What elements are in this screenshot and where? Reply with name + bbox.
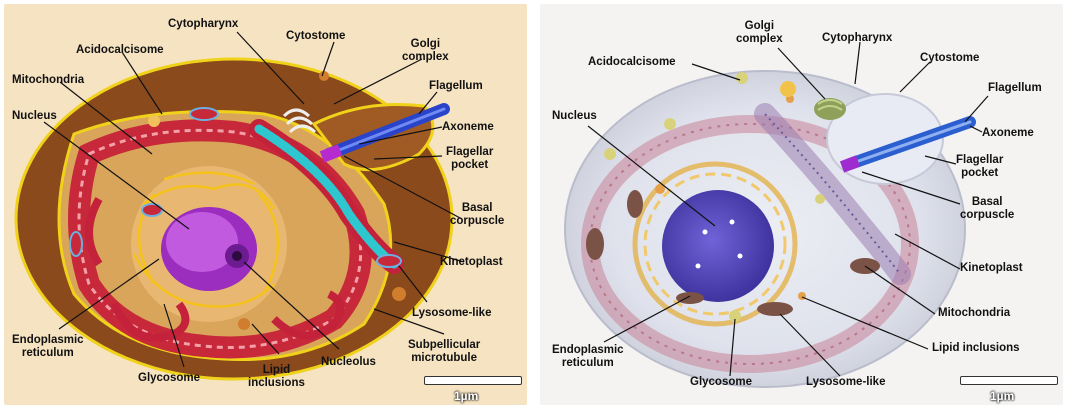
scale-bar xyxy=(424,376,522,385)
scale-bar-label: 1µm xyxy=(990,389,1014,403)
right-panel: Golgi complex Cytopharynx Acidocalcisome… xyxy=(540,4,1063,405)
label-cytostome: Cytostome xyxy=(920,52,979,65)
label-basal-corpuscle: Basal corpuscle xyxy=(960,196,1014,222)
scale-bar xyxy=(960,376,1058,385)
label-kinetoplast: Kinetoplast xyxy=(440,256,503,269)
label-nucleus: Nucleus xyxy=(552,110,597,123)
label-acidocalcisome: Acidocalcisome xyxy=(588,56,676,69)
basal-body xyxy=(322,150,340,157)
nucleus xyxy=(662,190,774,302)
label-cytostome: Cytostome xyxy=(286,30,345,43)
label-lysosome-like: Lysosome-like xyxy=(412,307,491,320)
label-glycosome: Glycosome xyxy=(690,376,752,389)
label-golgi-complex: Golgi complex xyxy=(736,20,783,46)
label-mitochondria: Mitochondria xyxy=(12,74,84,87)
label-nucleolus: Nucleolus xyxy=(321,356,376,369)
label-lipid-inclusions: Lipid inclusions xyxy=(248,364,305,390)
label-flagellar-pocket: Flagellar pocket xyxy=(956,154,1003,180)
scale-bar-label: 1µm xyxy=(454,389,478,403)
basal-body xyxy=(842,161,858,167)
label-glycosome: Glycosome xyxy=(138,372,200,385)
label-flagellum: Flagellum xyxy=(988,82,1042,95)
label-basal-corpuscle: Basal corpuscle xyxy=(450,202,504,228)
label-cytopharynx: Cytopharynx xyxy=(168,18,238,31)
label-lipid-inclusions: Lipid inclusions xyxy=(932,342,1020,355)
label-cytopharynx: Cytopharynx xyxy=(822,32,892,45)
label-acidocalcisome: Acidocalcisome xyxy=(76,44,164,57)
label-golgi-complex: Golgi complex xyxy=(402,38,449,64)
label-axoneme: Axoneme xyxy=(442,121,494,134)
label-flagellum: Flagellum xyxy=(429,80,483,93)
label-subpellicular-microtubule: Subpellicular microtubule xyxy=(408,339,480,365)
label-endoplasmic-reticulum: Endoplasmic reticulum xyxy=(12,334,84,360)
label-nucleus: Nucleus xyxy=(12,110,57,123)
label-mitochondria: Mitochondria xyxy=(938,307,1010,320)
label-flagellar-pocket: Flagellar pocket xyxy=(446,146,493,172)
label-axoneme: Axoneme xyxy=(982,127,1034,140)
label-lysosome-like: Lysosome-like xyxy=(806,376,885,389)
label-kinetoplast: Kinetoplast xyxy=(960,262,1023,275)
left-panel: Cytopharynx Cytostome Golgi complex Acid… xyxy=(4,4,527,405)
label-endoplasmic-reticulum: Endoplasmic reticulum xyxy=(552,344,624,370)
